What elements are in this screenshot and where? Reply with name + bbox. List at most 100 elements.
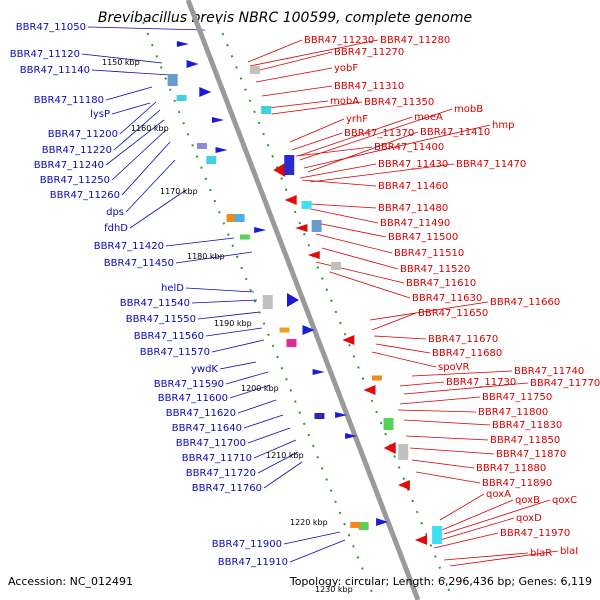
gene-block[interactable] [167,74,178,86]
gene-label-left[interactable]: BBR47_11450 [104,258,174,269]
gene-label-left[interactable]: BBR47_11200 [48,129,118,140]
gene-arrow-reverse[interactable] [295,224,308,232]
gene-block[interactable] [249,66,260,74]
gene-arrow-reverse[interactable] [397,480,410,490]
gene-label-right[interactable]: moeA [414,112,443,123]
gene-label-right[interactable]: BBR47_11770 [530,378,600,389]
gene-label-right[interactable]: BBR47_11740 [514,366,584,377]
gene-block[interactable] [176,95,187,101]
gene-label-right[interactable]: BBR47_11850 [490,435,560,446]
gene-label-left[interactable]: BBR47_11590 [154,379,224,390]
gene-label-left[interactable]: lysP [90,109,110,120]
gene-label-right[interactable]: BBR47_11410 [420,127,490,138]
gene-arrow-forward[interactable] [345,433,358,439]
gene-label-right[interactable]: qoxD [516,513,542,524]
gene-label-right[interactable]: BBR47_11350 [364,97,434,108]
gene-block[interactable] [314,413,325,419]
gene-label-right[interactable]: BBR47_11670 [428,334,498,345]
gene-block[interactable] [311,220,322,232]
gene-label-right[interactable]: spoVR [438,362,470,373]
gene-arrow-forward[interactable] [335,412,348,418]
gene-label-right[interactable]: BBR47_11370 [344,128,414,139]
gene-block[interactable] [239,234,250,240]
gene-label-left[interactable]: ywdK [191,364,218,375]
gene-label-right[interactable]: BBR47_11460 [378,181,448,192]
gene-block[interactable] [234,214,245,222]
gene-label-right[interactable]: blaI [560,546,578,557]
gene-block[interactable] [301,201,312,209]
gene-arrow-forward[interactable] [254,227,267,233]
gene-label-left[interactable]: BBR47_11120 [10,49,80,60]
gene-block[interactable] [206,156,217,164]
gene-label-right[interactable]: BBR47_11610 [406,278,476,289]
gene-arrow-forward[interactable] [212,117,224,123]
gene-arrow-forward[interactable] [199,87,212,97]
gene-label-right[interactable]: qoxB [515,495,540,506]
gene-label-left[interactable]: BBR47_11240 [34,160,104,171]
gene-arrow-reverse[interactable] [273,163,286,177]
gene-label-right[interactable]: BBR47_11470 [456,159,526,170]
gene-block[interactable] [432,526,443,544]
gene-arrow-reverse[interactable] [415,535,427,545]
gene-label-right[interactable]: BBR47_11630 [412,293,482,304]
gene-label-left[interactable]: BBR47_11180 [34,95,104,106]
gene-label-left[interactable]: BBR47_11760 [192,483,262,494]
gene-arrow-forward[interactable] [287,293,299,307]
gene-label-right[interactable]: BBR47_11870 [496,449,566,460]
gene-label-left[interactable]: dps [106,207,124,218]
gene-label-left[interactable]: BBR47_11710 [182,453,252,464]
gene-label-left[interactable]: BBR47_11570 [140,347,210,358]
gene-label-right[interactable]: BBR47_11510 [394,248,464,259]
gene-label-right[interactable]: BBR47_11890 [482,478,552,489]
gene-label-left[interactable]: BBR47_11640 [172,423,242,434]
gene-label-right[interactable]: BBR47_11280 [380,35,450,46]
gene-block[interactable] [350,522,361,528]
gene-label-left[interactable]: BBR47_11910 [218,557,288,568]
gene-label-right[interactable]: BBR47_11490 [380,218,450,229]
gene-label-right[interactable]: BBR47_11880 [476,463,546,474]
gene-label-left[interactable]: BBR47_11250 [40,175,110,186]
gene-label-right[interactable]: yrhF [346,114,368,125]
gene-label-right[interactable]: blaR [530,548,552,559]
gene-label-right[interactable]: BBR47_11830 [492,420,562,431]
gene-block[interactable] [196,143,207,149]
gene-label-left[interactable]: BBR47_11560 [134,331,204,342]
gene-label-left[interactable]: BBR47_11550 [126,314,196,325]
gene-arrow-reverse[interactable] [284,195,297,205]
gene-arrow-forward[interactable] [302,325,315,335]
gene-label-left[interactable]: BBR47_11220 [42,145,112,156]
gene-block[interactable] [330,262,341,270]
gene-arrow-forward[interactable] [312,369,325,375]
gene-block[interactable] [279,327,290,333]
gene-label-left[interactable]: BBR47_11260 [50,190,120,201]
gene-label-right[interactable]: yobF [334,63,358,74]
gene-block[interactable] [286,339,297,347]
gene-block[interactable] [226,214,237,222]
gene-arrow-reverse[interactable] [307,251,320,259]
gene-block[interactable] [383,418,394,430]
gene-label-left[interactable]: BBR47_11140 [20,65,90,76]
gene-label-right[interactable]: BBR47_11730 [446,377,516,388]
gene-label-right[interactable]: BBR47_11430 [378,159,448,170]
gene-label-left[interactable]: BBR47_11050 [16,22,86,33]
gene-label-left[interactable]: BBR47_11900 [212,539,282,550]
gene-label-right[interactable]: BBR47_11970 [500,528,570,539]
gene-block[interactable] [358,522,369,530]
gene-label-left[interactable]: BBR47_11600 [158,393,228,404]
gene-label-left[interactable]: fdhD [104,223,128,234]
gene-label-right[interactable]: BBR47_11480 [378,203,448,214]
gene-label-right[interactable]: BBR47_11680 [432,348,502,359]
gene-label-right[interactable]: qoxA [486,489,511,500]
gene-arrow-forward[interactable] [215,147,228,153]
gene-arrow-reverse[interactable] [342,335,355,345]
gene-label-right[interactable]: mobB [454,104,483,115]
gene-label-left[interactable]: BBR47_11720 [186,468,256,479]
gene-label-right[interactable]: BBR47_11650 [418,308,488,319]
gene-label-right[interactable]: hmp [492,120,514,131]
gene-label-right[interactable]: BBR47_11800 [478,407,548,418]
gene-label-right[interactable]: qoxC [552,495,577,506]
gene-label-left[interactable]: BBR47_11420 [94,241,164,252]
gene-block[interactable] [398,444,409,460]
gene-block[interactable] [371,375,382,381]
gene-label-right[interactable]: BBR47_11660 [490,297,560,308]
